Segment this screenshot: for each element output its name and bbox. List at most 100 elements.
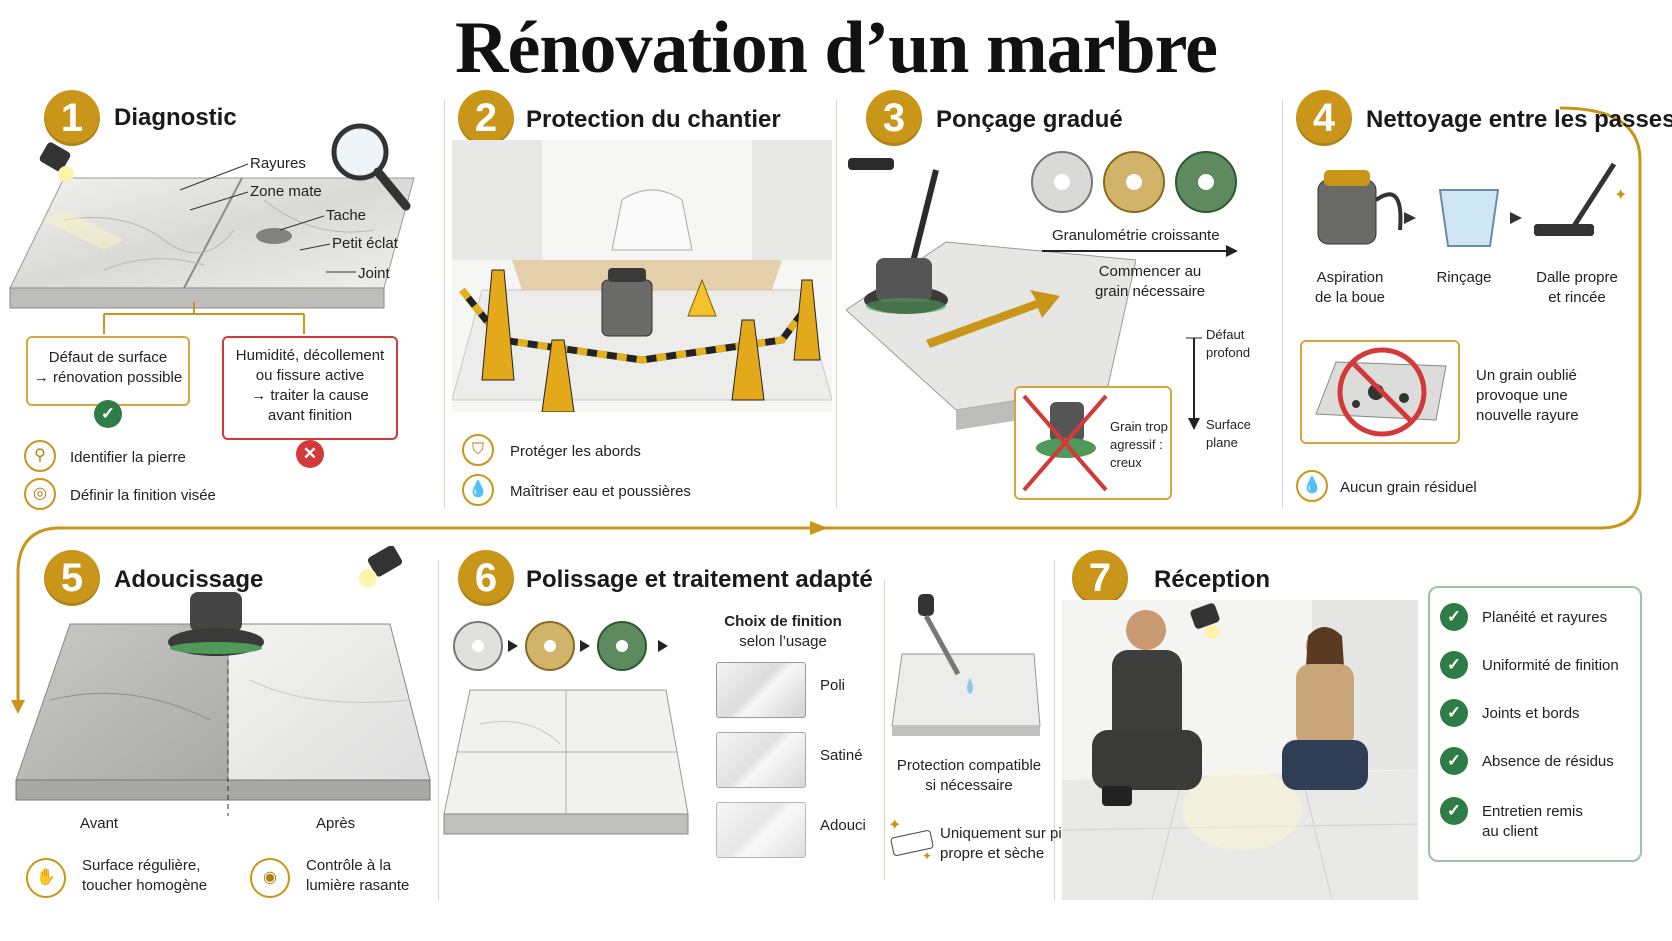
checklist-uniformity: Uniformité de finition [1482,657,1619,674]
eye-icon: ◉ [250,858,290,898]
branch-lines [103,302,305,334]
step-number-3: 3 [866,90,922,146]
shield-icon: ⛉ [462,434,494,466]
checklist-joints: Joints et bords [1482,705,1580,722]
site-protection-illustration [452,140,832,412]
page-title: Rénovation d’un marbre [455,7,1218,89]
lamp-icon [359,546,403,587]
step-number-1: 1 [44,90,100,146]
step-title-nettoyage: Nettoyage entre les passes [1366,106,1672,133]
svg-text:✦: ✦ [1614,187,1627,204]
no-residual-grit: Aucun grain résiduel [1340,479,1477,496]
svg-text:✦: ✦ [888,817,901,834]
finish-heading-line-2: selon l’usage [739,633,827,650]
check-icon: ✓ [1440,651,1468,679]
step-title-diagnostic: Diagnostic [114,104,237,131]
step-number-5: 5 [44,550,100,606]
depth-top-line-1: Défaut [1206,327,1245,342]
start-note-line-1: Commencer au [1098,263,1202,280]
polished-slab-illustration [443,689,689,835]
finish-heading-line-1: Choix de finition [724,613,842,630]
depth-arrow [1186,337,1202,430]
hand-icon: ✋ [26,858,66,898]
grit-discs [1031,151,1237,213]
action-control-water-dust: Maîtriser eau et poussières [510,483,691,500]
check-icon: ✓ [1440,797,1468,825]
depth-top-line-2: profond [1206,345,1251,360]
ok-box-line-2: → rénovation possible [33,369,183,386]
crossed-machine-icon [1022,394,1108,492]
action-protect-surroundings: Protéger les abords [510,443,641,460]
clean-note-line-1: Uniquement sur pierre [940,825,1089,842]
start-note-line-2: grain nécessaire [1094,283,1206,300]
warning-line-2: agressif : [1110,437,1163,452]
checklist-residues: Absence de résidus [1482,753,1614,770]
cleaning-sequence-icons: ✦ [1317,162,1627,247]
dropper-slab-illustration [891,594,1041,736]
magnifier-icon [331,123,411,211]
check-icon: ✓ [1440,747,1468,775]
step-number-4: 4 [1296,90,1352,146]
divider [444,100,445,508]
grit-caption: Granulométrie croissante [1052,227,1220,244]
smooth-surface-line-2: toucher homogène [82,877,208,894]
depth-bottom-line-1: Surface [1206,417,1251,432]
reception-scene-illustration [1062,600,1418,900]
callout-rayures: Rayures [250,155,306,172]
clean-note-line-2: propre et sèche [940,845,1045,862]
drop-icon: 💧 [462,474,494,506]
callout-petit-eclat: Petit éclat [332,235,398,252]
grit-arrow [1042,245,1238,257]
marble-slab-diagnostic [9,177,415,309]
divider [1054,560,1055,900]
svg-text:✦: ✦ [922,849,932,862]
label-after: Après [316,815,356,832]
callout-lines [179,163,356,273]
finish-tile-adouci [716,802,806,858]
step4-rincage: Rinçage [1436,269,1492,286]
divider [1282,100,1283,508]
cross-icon: ✕ [296,440,324,468]
forgotten-grit-line-1: Un grain oublié [1476,367,1577,384]
structural-issue-box [222,336,398,440]
check-icon: ✓ [1440,603,1468,631]
grazing-light-line-2: lumière rasante [306,877,410,894]
callout-joint: Joint [358,265,390,282]
callout-zone-mate: Zone mate [250,183,322,200]
step4-dalle-line-2: et rincée [1548,289,1606,306]
step-title-adoucissage: Adoucissage [114,566,264,593]
step4-aspiration-line-1: Aspiration [1316,269,1384,286]
checklist-maintenance-line-2: au client [1482,823,1538,840]
step4-dalle-line-1: Dalle propre [1536,269,1618,286]
bad-box-line-4: avant finition [267,407,353,424]
crossed-dirty-slab-icon [1315,347,1447,437]
step-title-poncage: Ponçage gradué [936,106,1123,133]
label-before: Avant [80,815,119,832]
callout-tache: Tache [326,207,367,224]
finish-tile-poli [716,662,806,718]
step4-aspiration-line-2: de la boue [1314,289,1386,306]
step-title-protection: Protection du chantier [526,106,781,133]
forgotten-grit-line-3: nouvelle rayure [1476,407,1579,424]
bad-box-line-2: ou fissure active [255,367,365,384]
ok-box-line-1: Défaut de surface [48,349,168,366]
step-number-2: 2 [458,90,514,146]
drop-icon: 💧 [1296,470,1328,502]
check-icon: ✓ [1440,699,1468,727]
protection-note-line-2: si nécessaire [925,777,1013,794]
step-title-reception: Réception [1154,566,1271,593]
lamp-icon [39,142,74,182]
checklist-maintenance-line-1: Entretien remis [1482,803,1583,820]
target-icon: ◎ [24,478,56,510]
check-icon: ✓ [94,400,122,428]
step-number-6: 6 [458,550,514,606]
action-identify-stone: Identifier la pierre [70,449,186,466]
smooth-surface-line-1: Surface régulière, [82,857,201,874]
surface-defect-box [26,336,190,406]
finish-tile-satine [716,732,806,788]
grazing-light-line-1: Contrôle à la [306,857,392,874]
warning-line-3: creux [1110,455,1142,470]
polish-grit-sequence [453,621,668,671]
finish-adouci: Adouci [820,817,866,834]
protection-note-line-1: Protection compatible [896,757,1042,774]
